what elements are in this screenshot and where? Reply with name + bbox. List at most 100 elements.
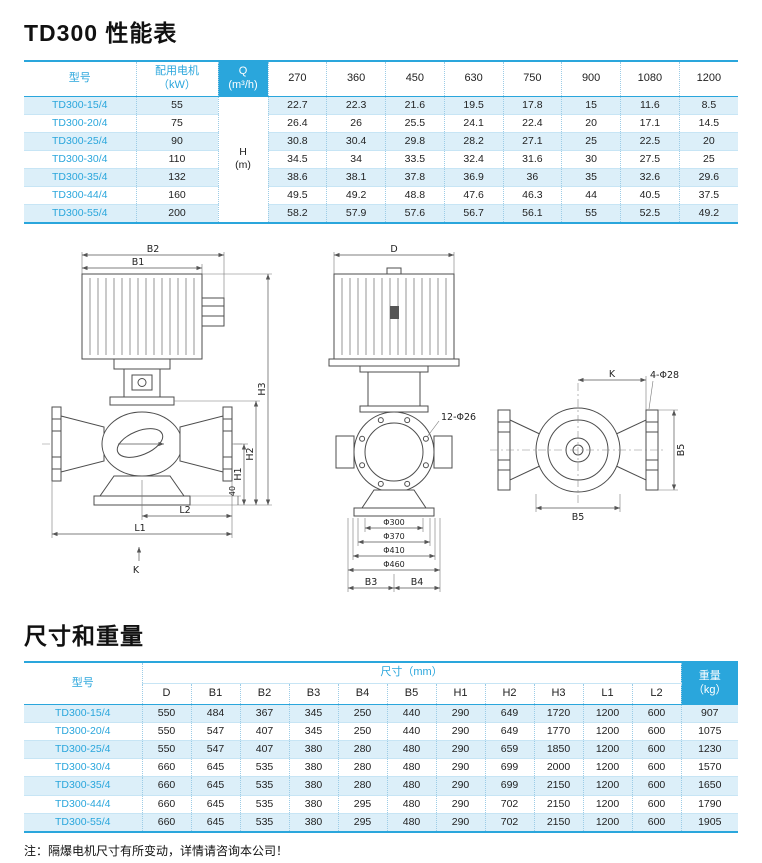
head-value-cell: 32.4 — [444, 149, 504, 169]
head-value-cell: 52.5 — [620, 204, 680, 224]
flow-value-header: 360 — [326, 61, 386, 96]
dimension-value-cell: 645 — [191, 794, 241, 814]
col-header-weight: 重量 （kg） — [681, 662, 738, 705]
dimension-value-cell: 645 — [191, 776, 241, 795]
model-cell: TD300-30/4 — [24, 758, 143, 777]
model-cell: TD300-44/4 — [24, 794, 143, 814]
flow-value-header: 1200 — [696, 71, 722, 84]
head-value-cell: 35 — [561, 167, 621, 187]
discharge-flange — [222, 406, 233, 482]
dimension-value-cell: 290 — [436, 740, 486, 759]
weight-header-line1: 重量 — [698, 669, 721, 682]
weight-cell: 1650 — [681, 776, 738, 795]
dimension-value-cell: 290 — [436, 758, 486, 777]
model-cell: TD300-55/4 — [24, 812, 143, 832]
head-value-cell: 36.9 — [444, 167, 504, 187]
dimension-value-cell: 440 — [387, 721, 437, 741]
dimension-value-cell: 645 — [191, 758, 241, 777]
head-value-cell: 37.5 — [679, 186, 738, 205]
head-value-cell: 28.2 — [444, 131, 504, 151]
dimension-value-cell: 699 — [485, 776, 535, 795]
dimension-value-cell: 600 — [632, 812, 682, 832]
head-value-cell: 48.8 — [385, 186, 445, 205]
drawing-front-view: D — [328, 244, 476, 593]
dimension-value-cell: 380 — [289, 794, 339, 814]
motor-power-cell: 110 — [136, 149, 219, 169]
dimension-value-cell: 535 — [240, 812, 290, 832]
dimension-value-cell: 280 — [338, 758, 388, 777]
dim-header-cell: H2 — [485, 683, 535, 705]
drawing-top-view: K 4-Φ28 B5 — [490, 369, 687, 523]
dimension-value-cell: 250 — [338, 721, 388, 741]
head-value-cell: 30.4 — [326, 131, 386, 151]
bolt-holes-label-top: 4-Φ28 — [650, 370, 679, 381]
dimension-value-cell: 535 — [240, 776, 290, 795]
dim-header-cell: B5 — [387, 683, 437, 705]
dimension-value-cell: 699 — [485, 758, 535, 777]
dimension-value-cell: 600 — [632, 704, 682, 723]
dimension-value-cell: 407 — [240, 721, 290, 741]
head-value-cell: 27.1 — [503, 131, 563, 151]
dimension-value-cell: 1770 — [534, 721, 584, 741]
head-value-cell: 21.6 — [385, 96, 445, 115]
head-value-cell: 57.9 — [326, 204, 386, 224]
dim-header-cell: H1 — [436, 683, 486, 705]
head-value-cell: 36 — [503, 167, 563, 187]
head-value-cell: 24.1 — [444, 113, 504, 133]
performance-header-row: 型号 配用电机 （kW） Q (m³/h) 270 360 450 630 75… — [24, 61, 738, 96]
dim-header-cell: B3 — [289, 683, 339, 705]
dim-label-k-right: K — [609, 369, 616, 380]
dimension-value-cell: 380 — [289, 740, 339, 759]
dimension-value-cell: 290 — [436, 794, 486, 814]
head-value-cell: 19.5 — [444, 96, 504, 115]
col-header-flow: Q (m³/h) — [218, 61, 269, 96]
dim-label-h3: H3 — [257, 383, 268, 396]
dim-label-d: D — [390, 244, 397, 255]
dimension-value-cell: 280 — [338, 740, 388, 759]
dim-header-cell: B1 — [191, 683, 241, 705]
dimension-value-cell: 600 — [632, 740, 682, 759]
dim-label-h1: H1 — [233, 468, 244, 481]
head-value-cell: 22.7 — [268, 96, 328, 115]
model-cell: TD300-25/4 — [24, 740, 143, 759]
lifting-lug — [386, 267, 402, 275]
head-value-cell: 38.1 — [326, 167, 386, 187]
dimension-value-cell: 480 — [387, 776, 437, 795]
dimension-value-cell: 550 — [142, 740, 192, 759]
dimension-value-cell: 380 — [289, 812, 339, 832]
dimension-value-cell: 659 — [485, 740, 535, 759]
dimension-value-cell: 295 — [338, 794, 388, 814]
dimension-value-cell: 649 — [485, 721, 535, 741]
dim-header-cell: H3 — [534, 683, 584, 705]
head-value-cell: 30 — [561, 149, 621, 169]
col-header-model: 型号 — [24, 662, 143, 705]
head-value-cell: 33.5 — [385, 149, 445, 169]
dimension-value-cell: 250 — [338, 704, 388, 723]
head-value-cell: 11.6 — [620, 96, 680, 115]
dim-label-b2: B2 — [147, 244, 160, 255]
head-value-cell: 58.2 — [268, 204, 328, 224]
dimension-value-cell: 480 — [387, 740, 437, 759]
dimension-value-cell: 660 — [142, 812, 192, 832]
dimension-value-cell: 600 — [632, 794, 682, 814]
dimension-value-cell: 440 — [387, 704, 437, 723]
head-value-cell: 56.1 — [503, 204, 563, 224]
dim-header-cell: D — [142, 683, 192, 705]
dimension-value-cell: 380 — [289, 776, 339, 795]
weight-cell: 907 — [700, 706, 719, 719]
head-value-cell: 22.3 — [326, 96, 386, 115]
weight-cell: 1905 — [681, 812, 738, 832]
dimension-value-cell: 702 — [485, 794, 535, 814]
weight-cell: 1075 — [681, 721, 738, 741]
dim-label-b1: B1 — [132, 257, 145, 268]
flow-value-header: 1080 — [620, 61, 680, 96]
head-value-cell: 20 — [679, 131, 738, 151]
